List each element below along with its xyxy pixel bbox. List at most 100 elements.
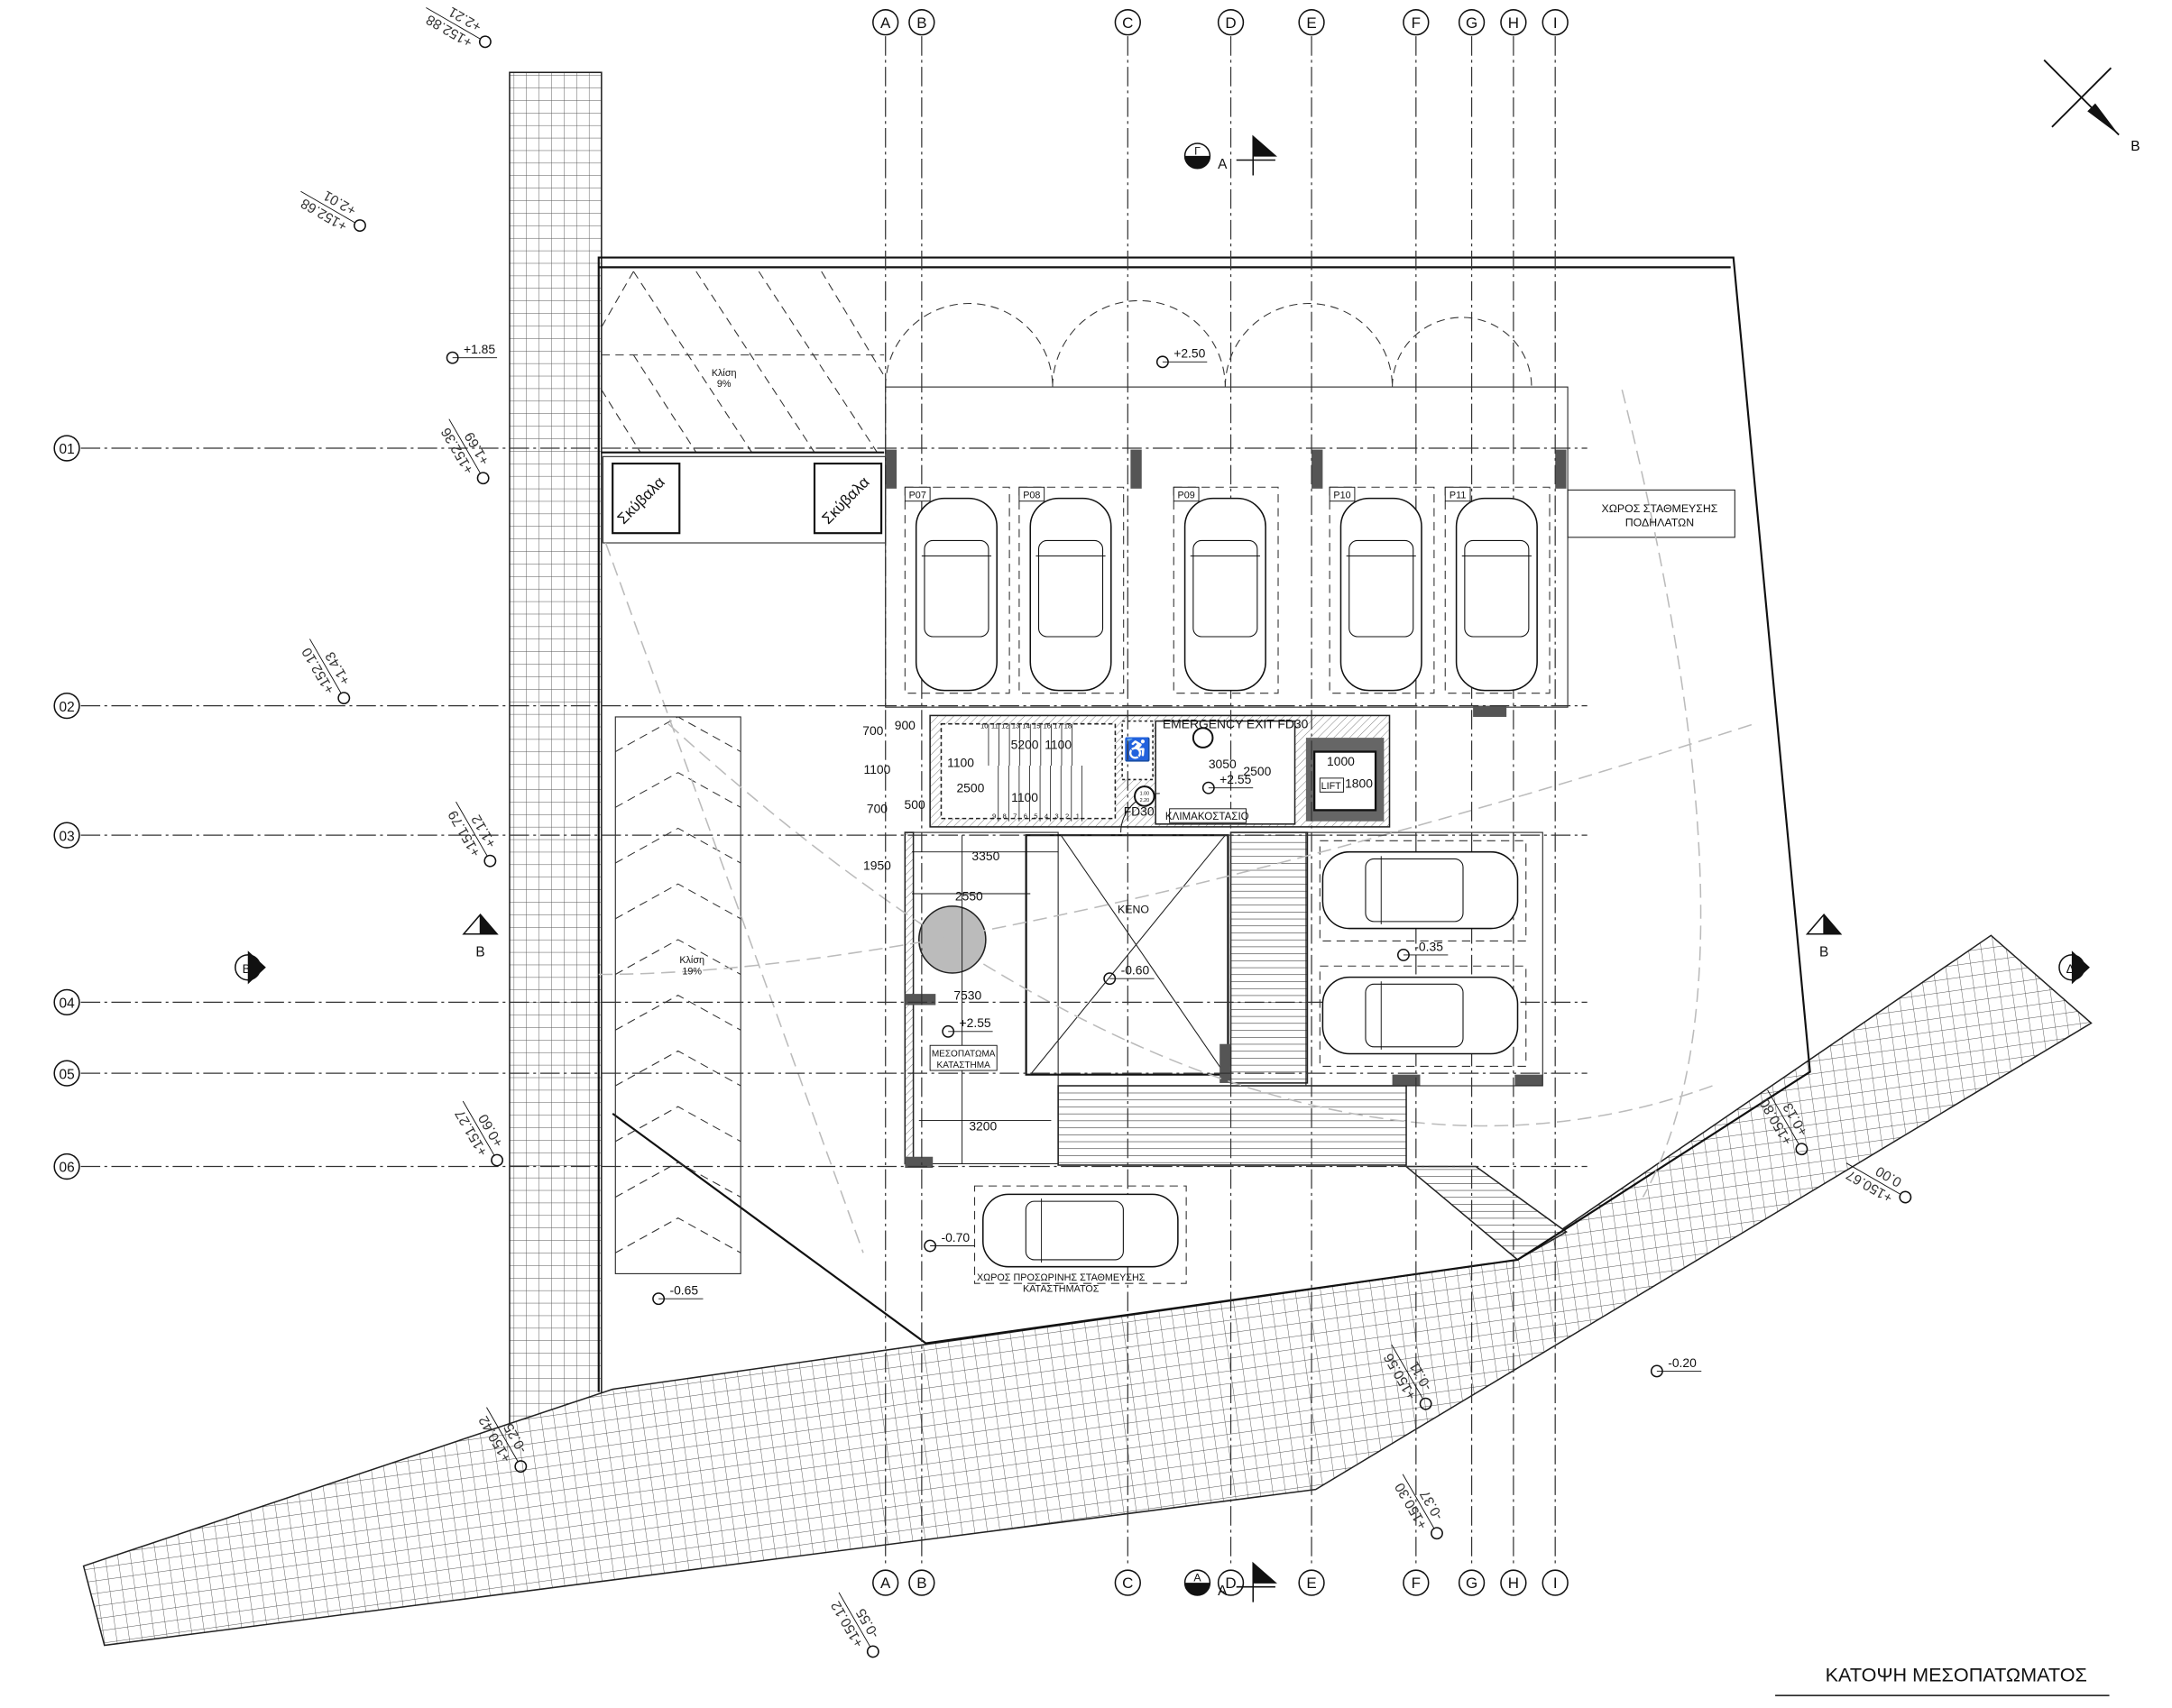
dimension-label: 5200: [1011, 737, 1039, 751]
fire-door-label: FD30: [1124, 804, 1155, 819]
mezzanine-label: ΜΕΣΟΠΑΤΩΜΑ: [932, 1050, 996, 1060]
stair-step-number: 18: [1064, 721, 1072, 730]
parking-space-P08: [1018, 486, 1125, 694]
stair-treads: [1229, 831, 1309, 1084]
grid-label-D-bottom: D: [1225, 1575, 1236, 1592]
stair-step-number: 12: [1001, 721, 1009, 730]
grid-label-06: 06: [60, 1161, 75, 1176]
car-turn-arcs: [885, 299, 1532, 388]
grid-label-I-bottom: I: [1553, 1575, 1558, 1592]
mezzanine-label: ΚΑΤΑΣΤΗΜΑ: [937, 1061, 991, 1070]
door-tag-2: [1192, 727, 1214, 748]
grid-bubble: [1403, 1569, 1430, 1596]
spot-elevation: +152.68+2.01: [299, 188, 366, 234]
stair-step-number: 9: [992, 813, 996, 821]
door-tag-text: 1.00: [1140, 791, 1150, 796]
stair-step-number: 10: [980, 721, 989, 730]
spot-elevation: +152.36+1.69: [438, 418, 492, 485]
level-label: +2.55: [1219, 772, 1251, 786]
grid-bubble: [1114, 1569, 1141, 1596]
level-label: -0.65: [669, 1283, 698, 1298]
stair-step-number: 3: [1054, 813, 1058, 821]
level-label: -0.70: [941, 1230, 970, 1244]
door-tag-1: [1134, 785, 1155, 807]
dimension-label: 1100: [864, 762, 891, 776]
waste-box-2: [813, 462, 883, 535]
grid-bubble: [1542, 1569, 1569, 1596]
parking-zone: [885, 386, 1569, 708]
stair-step-number: 14: [1022, 721, 1030, 730]
bike-parking: [1567, 489, 1735, 538]
grid-bubble: [1217, 1569, 1245, 1596]
stair-step-number: 8: [1003, 813, 1007, 821]
void: [1025, 834, 1229, 1076]
level-label: +1.85: [464, 342, 495, 356]
section-label: B: [1819, 944, 1828, 960]
section-marker-letter: Δ: [2066, 961, 2075, 976]
grid-bubble: [1298, 1569, 1325, 1596]
bike-parking-label: ΠΟΔΗΛΑΤΩΝ: [1625, 516, 1694, 528]
level-label: +2.50: [1173, 346, 1205, 361]
dimension-label: 2500: [1243, 764, 1271, 778]
stair-step-number: 17: [1054, 721, 1062, 730]
grid-bubble: [1458, 9, 1486, 36]
grid-label-05: 05: [60, 1067, 75, 1082]
grid-bubble: [1217, 9, 1245, 36]
stair-step-number: 1: [1076, 813, 1080, 821]
grid-label-G: G: [1466, 14, 1477, 32]
stair: [940, 722, 1117, 820]
lift-label: LIFT: [1321, 781, 1342, 792]
waste-box-1: [612, 462, 681, 535]
stair-step-number: 13: [1012, 721, 1020, 730]
grid-bubble: [53, 1060, 80, 1087]
spot-elevation: +152.88+2.21: [424, 4, 492, 50]
parking-space-label: P07: [909, 491, 926, 501]
grid-bubble: [872, 1569, 899, 1596]
grid-label-C: C: [1122, 14, 1133, 32]
grid-label-03: 03: [60, 829, 75, 844]
spot-elevation: +150.12-0.55: [828, 1592, 882, 1658]
grid-label-E: E: [1306, 14, 1316, 32]
dimension-label: 900: [895, 718, 916, 732]
grid-bubble: [1542, 9, 1569, 36]
grid-label-04: 04: [60, 996, 76, 1012]
parking-space-P10: [1329, 486, 1435, 694]
bike-parking-label: ΧΩΡΟΣ ΣΤΑΘΜΕΥΣΗΣ: [1601, 502, 1717, 515]
parking-space-label: P11: [1450, 491, 1466, 501]
section-label: B: [475, 944, 484, 960]
grid-bubble: [53, 988, 80, 1016]
stair-step-number: 15: [1033, 721, 1041, 730]
stair-step-number: 7: [1013, 813, 1017, 821]
level-label: +2.55: [960, 1015, 991, 1030]
ramp-slope-label: 9%: [717, 379, 732, 390]
stair-step-number: 4: [1045, 813, 1049, 821]
grid-label-I: I: [1553, 14, 1558, 32]
car-symbol: [1455, 497, 1538, 692]
grid-bubble: [1403, 9, 1430, 36]
dimension-label: 2550: [955, 889, 983, 904]
section-label: A: [1218, 1584, 1228, 1599]
stair-landing: [1155, 720, 1296, 825]
dimension-label: 1100: [1011, 790, 1038, 804]
emergency-exit-label: EMERGENCY EXIT FD30: [1163, 716, 1309, 730]
car-symbol: [915, 497, 998, 692]
level-label: -0.35: [1414, 939, 1443, 953]
spot-elevation: +152.10+1.43: [299, 638, 354, 705]
dimension-label: 1100: [947, 756, 974, 770]
dimension-label: 2500: [956, 780, 984, 794]
dimension-label: 1950: [863, 859, 891, 873]
section-marker-letter: Β: [243, 961, 251, 976]
car-symbol: [1029, 497, 1112, 692]
stair-step-number: 16: [1043, 721, 1051, 730]
level-label: -0.60: [1121, 963, 1150, 978]
north-arrow: B: [2043, 59, 2140, 154]
spot-elevation: +151.79+1.12: [446, 801, 500, 868]
parking-space-P07: [904, 486, 1010, 694]
section-label: A: [1218, 157, 1228, 172]
grid-label-H: H: [1508, 14, 1519, 32]
stair-step-number: 5: [1034, 813, 1037, 821]
parking-space-label: P08: [1023, 491, 1040, 501]
temp-parking-label: ΚΑΤΑΣΤΗΜΑΤΟΣ: [1023, 1283, 1100, 1294]
car-symbol: [1321, 976, 1519, 1055]
